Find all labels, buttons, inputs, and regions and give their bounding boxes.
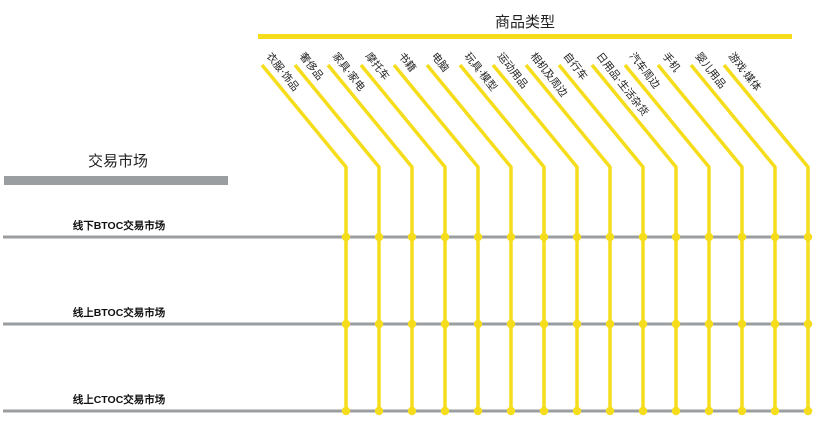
category-label: 奢侈品 <box>297 50 327 83</box>
intersection-dot <box>572 406 582 416</box>
category-label: 汽车周边 <box>627 50 663 91</box>
intersection-dot <box>407 319 417 329</box>
category-label: 摩托车 <box>363 50 393 83</box>
intersection-dot <box>638 232 648 242</box>
market-row-label: 线上BTOC交易市场 <box>73 306 166 319</box>
intersection-dot <box>737 406 747 416</box>
category-line <box>557 63 645 412</box>
category-line <box>491 63 579 412</box>
category-line <box>326 63 414 412</box>
intersection-dot <box>737 319 747 329</box>
intersection-dot <box>572 232 582 242</box>
intersection-dot <box>671 406 681 416</box>
intersection-dot <box>803 232 813 242</box>
market-title: 交易市场 <box>88 152 148 170</box>
intersection-dot <box>473 319 483 329</box>
intersection-dot <box>770 232 780 242</box>
intersection-dot <box>374 232 384 242</box>
intersection-dot <box>671 319 681 329</box>
intersection-dot <box>638 406 648 416</box>
intersection-dot <box>407 232 417 242</box>
intersection-dot <box>440 319 450 329</box>
market-bar <box>4 176 228 185</box>
labels-layer: 线下BTOC交易市场线上BTOC交易市场线上CTOC交易市场衣服·饰品奢侈品家具… <box>73 50 764 406</box>
intersection-dot <box>440 406 450 416</box>
intersection-dot <box>506 319 516 329</box>
header-title: 商品类型 <box>495 13 555 31</box>
category-line <box>359 63 447 412</box>
intersection-dot <box>770 406 780 416</box>
intersection-dot <box>605 406 615 416</box>
category-line <box>458 63 546 412</box>
category-line <box>590 63 678 412</box>
dots-layer <box>341 232 813 416</box>
intersection-dot <box>473 406 483 416</box>
intersection-dot <box>341 406 351 416</box>
intersection-dot <box>341 319 351 329</box>
category-line <box>689 63 777 412</box>
lines-layer <box>3 63 810 413</box>
intersection-dot <box>803 319 813 329</box>
category-line <box>722 63 810 412</box>
intersection-dot <box>605 232 615 242</box>
category-line <box>293 63 381 412</box>
category-line <box>524 63 612 412</box>
category-line <box>425 63 513 412</box>
category-line <box>656 63 744 412</box>
intersection-dot <box>407 406 417 416</box>
intersection-dot <box>704 232 714 242</box>
category-line <box>260 63 348 412</box>
intersection-dot <box>539 232 549 242</box>
market-row-label: 线上CTOC交易市场 <box>73 393 166 406</box>
intersection-dot <box>506 406 516 416</box>
intersection-dot <box>473 232 483 242</box>
intersection-dot <box>803 406 813 416</box>
intersection-dot <box>671 232 681 242</box>
market-row-label: 线下BTOC交易市场 <box>73 219 166 232</box>
intersection-dot <box>605 319 615 329</box>
category-line <box>623 63 711 412</box>
category-label: 自行车 <box>561 50 591 83</box>
intersection-dot <box>440 232 450 242</box>
intersection-dot <box>374 319 384 329</box>
intersection-dot <box>638 319 648 329</box>
intersection-dot <box>704 319 714 329</box>
intersection-dot <box>737 232 747 242</box>
intersection-dot <box>341 232 351 242</box>
intersection-dot <box>572 319 582 329</box>
intersection-dot <box>704 406 714 416</box>
intersection-dot <box>539 406 549 416</box>
intersection-dot <box>770 319 780 329</box>
intersection-dot <box>539 319 549 329</box>
header-bar <box>258 34 792 39</box>
category-line <box>392 63 480 412</box>
intersection-dot <box>506 232 516 242</box>
intersection-dot <box>374 406 384 416</box>
